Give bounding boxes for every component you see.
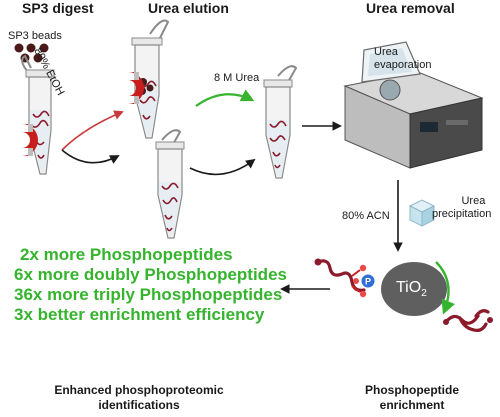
arrow-pellet-to-eluate — [189, 158, 256, 176]
arrow-urea-elution — [195, 89, 255, 107]
magnet-icon — [22, 124, 38, 156]
footer-left: Enhanced phosphoproteomic identification… — [54, 383, 224, 412]
tio2-bead-icon — [381, 262, 447, 316]
arrow-to-pellet-tube — [61, 149, 120, 164]
header-sp3-digest: SP3 digest — [22, 0, 94, 16]
tube-pellet-icon — [155, 129, 185, 239]
label-sp3-beads: SP3 beads — [8, 30, 62, 42]
result-line-2: 6x more doubly Phosphopeptides — [14, 265, 287, 284]
footer-right: Phosphopeptide enrichment — [365, 383, 459, 412]
label-80-acn: 80% ACN — [342, 210, 390, 222]
magnet-elution-icon — [128, 72, 144, 104]
header-urea-removal: Urea removal — [366, 0, 455, 16]
evaporator-icon — [343, 41, 484, 169]
result-line-4: 3x better enrichment efficiency — [14, 305, 265, 324]
header-urea-elution: Urea elution — [148, 0, 229, 16]
tube-eluate-icon — [263, 65, 298, 179]
results-list: 2x more Phosphopeptides 6x more doubly P… — [14, 245, 287, 325]
label-8m-urea: 8 M Urea — [214, 72, 260, 84]
arrow-to-magnet-tube — [61, 110, 124, 151]
phospho-p-label: P — [365, 277, 371, 287]
label-urea-precipitation: Urea precipitation — [432, 195, 492, 220]
phosphopeptide-chain-icon — [314, 258, 375, 298]
released-peptide-icon — [443, 309, 493, 332]
arrow-release-green — [435, 261, 455, 315]
result-line-3: 36x more triply Phosphopeptides — [14, 285, 283, 304]
urea-crystal-icon — [408, 199, 436, 227]
label-tio2: TiO2 — [396, 279, 427, 300]
label-urea-evaporation: Urea evaporation — [374, 46, 432, 71]
result-line-1: 2x more Phosphopeptides — [20, 245, 233, 264]
